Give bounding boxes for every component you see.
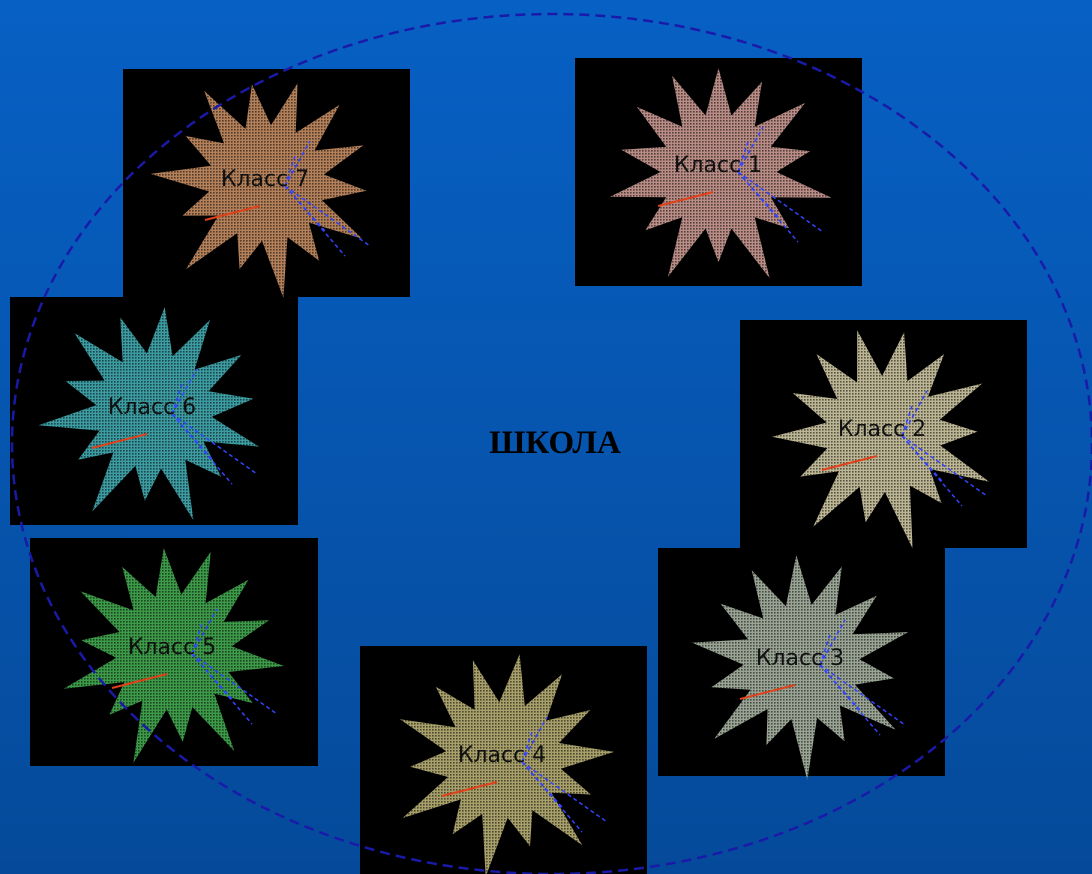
school-boundary-ellipse xyxy=(10,12,1092,874)
class-7-accent-line xyxy=(204,205,261,221)
class-4-dash-line-4 xyxy=(521,716,548,763)
class-2-label: Класс 2 xyxy=(838,417,926,442)
class-2-dash-line-5 xyxy=(901,405,913,437)
class-5-label: Класс 5 xyxy=(128,635,216,660)
school-label: ШКОЛА xyxy=(489,425,621,461)
class-7-dash-line-4 xyxy=(284,140,311,187)
class-6-dash-line-4 xyxy=(171,368,198,415)
class-3-accent-line xyxy=(739,684,796,700)
class-4-panel: Класс 4 xyxy=(360,646,647,874)
class-7-panel: Класс 7 xyxy=(123,69,410,298)
class-6-panel: Класс 6 xyxy=(10,297,298,525)
class-2-dash-line-4 xyxy=(901,390,928,437)
class-3-label: Класс 3 xyxy=(756,646,844,671)
class-5-dash-line-4 xyxy=(191,608,218,655)
class-3-texture xyxy=(691,555,909,780)
class-5-dash-line-5 xyxy=(191,623,203,655)
class-1-dash-line-5 xyxy=(737,141,749,173)
class-5-panel: Класс 5 xyxy=(30,538,318,766)
class-2-dash-line-2 xyxy=(901,435,963,507)
class-2-accent-line xyxy=(821,455,878,471)
class-2-texture xyxy=(772,330,990,549)
class-6-dash-line-3 xyxy=(171,413,258,475)
class-3-dash-line-3 xyxy=(819,664,906,726)
class-6-label: Класс 6 xyxy=(108,395,196,420)
class-1-texture xyxy=(610,68,832,279)
class-5-dash-line-2 xyxy=(191,653,253,725)
class-3-dash-line-5 xyxy=(819,634,831,666)
class-4-label: Класс 4 xyxy=(458,743,546,768)
class-6-dash-line-2 xyxy=(171,413,233,485)
class-4-dash-line-3 xyxy=(521,761,608,823)
class-7-label: Класс 7 xyxy=(221,167,309,192)
class-6-texture xyxy=(38,307,259,521)
class-1-dash-line-3 xyxy=(737,171,824,233)
class-1-label: Класс 1 xyxy=(674,153,762,178)
class-3-dash-line-4 xyxy=(819,619,846,666)
class-2-panel: Класс 2 xyxy=(740,320,1027,549)
class-6-accent-line xyxy=(91,433,148,449)
class-1-panel: Класс 1 xyxy=(575,58,862,286)
class-5-texture xyxy=(63,548,284,763)
class-5-accent-line xyxy=(111,673,168,689)
class-4-texture xyxy=(399,654,614,874)
class-3-dash-line-2 xyxy=(819,664,881,736)
class-7-dash-line-3 xyxy=(284,185,371,247)
class-7-dash-line-2 xyxy=(284,185,346,257)
class-4-dash-line-2 xyxy=(521,761,583,833)
class-7-texture xyxy=(150,83,367,298)
class-4-dash-line-5 xyxy=(521,731,533,763)
class-1-accent-line xyxy=(657,191,714,207)
class-2-dash-line-3 xyxy=(901,435,988,497)
class-6-dash-line-5 xyxy=(171,383,183,415)
class-4-accent-line xyxy=(441,781,498,797)
class-7-dash-line-5 xyxy=(284,155,296,187)
class-1-dash-line-2 xyxy=(737,171,799,243)
class-5-dash-line-3 xyxy=(191,653,278,715)
class-3-panel: Класс 3 xyxy=(658,548,945,780)
class-1-dash-line-4 xyxy=(737,126,764,173)
